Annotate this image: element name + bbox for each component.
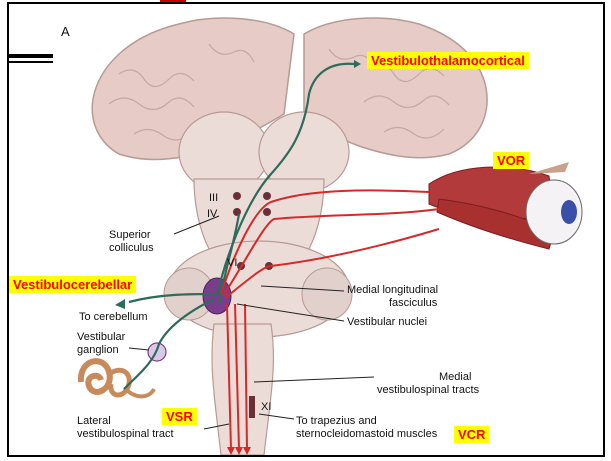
highlight-vcr: VCR [454,426,489,443]
cerebellum-arrowhead [115,299,125,309]
label-nerve-iii: III [209,192,218,204]
label-nerve-xi: XI [261,401,271,413]
right-cerebellar-peduncle [302,268,352,320]
label-superior-colliculus-1: Superior [109,229,151,241]
highlight-vor: VOR [493,152,529,169]
slide-decoration-bar-1 [7,54,53,58]
label-medial-vs-2: vestibulospinal tracts [377,384,480,396]
eye-with-muscles [429,162,582,249]
medulla-spinal-cord [212,324,273,455]
highlight-vestibulocerebellar: Vestibulocerebellar [9,276,136,293]
label-medial-longitudinal-1: Medial longitudinal [347,284,438,296]
label-vestibular-ganglion-1: Vestibular [77,331,126,343]
label-to-cerebellum: To cerebellum [79,311,147,323]
highlight-vsr: VSR [162,408,197,425]
label-trapezius-2: sternocleidomastoid muscles [296,428,438,440]
label-vestibular-nuclei: Vestibular nuclei [347,316,427,328]
label-medial-longitudinal-2: fasciculus [389,297,438,309]
descending-arrowheads [227,447,251,455]
vestibular-pathways-diagram: A III IV VI XI Superior colliculus Media… [9,4,603,455]
label-nerve-iv: IV [207,208,218,220]
label-lateral-vs-1: Lateral [77,415,111,427]
label-lateral-vs-2: vestibulospinal tract [77,428,174,440]
label-superior-colliculus-2: colliculus [109,242,154,254]
label-vestibular-ganglion-2: ganglion [77,344,119,356]
accessory-nucleus [249,396,255,418]
highlight-vestibulothalamocortical: Vestibulothalamocortical [367,52,529,69]
label-trapezius-1: To trapezius and [296,415,377,427]
label-nerve-vi: VI [227,257,237,269]
slide-decoration-bar-2 [7,61,53,63]
inner-ear-labyrinth [81,361,154,396]
panel-letter: A [61,24,70,39]
label-medial-vs-1: Medial [439,371,471,383]
figure-frame: A III IV VI XI Superior colliculus Media… [7,2,605,457]
